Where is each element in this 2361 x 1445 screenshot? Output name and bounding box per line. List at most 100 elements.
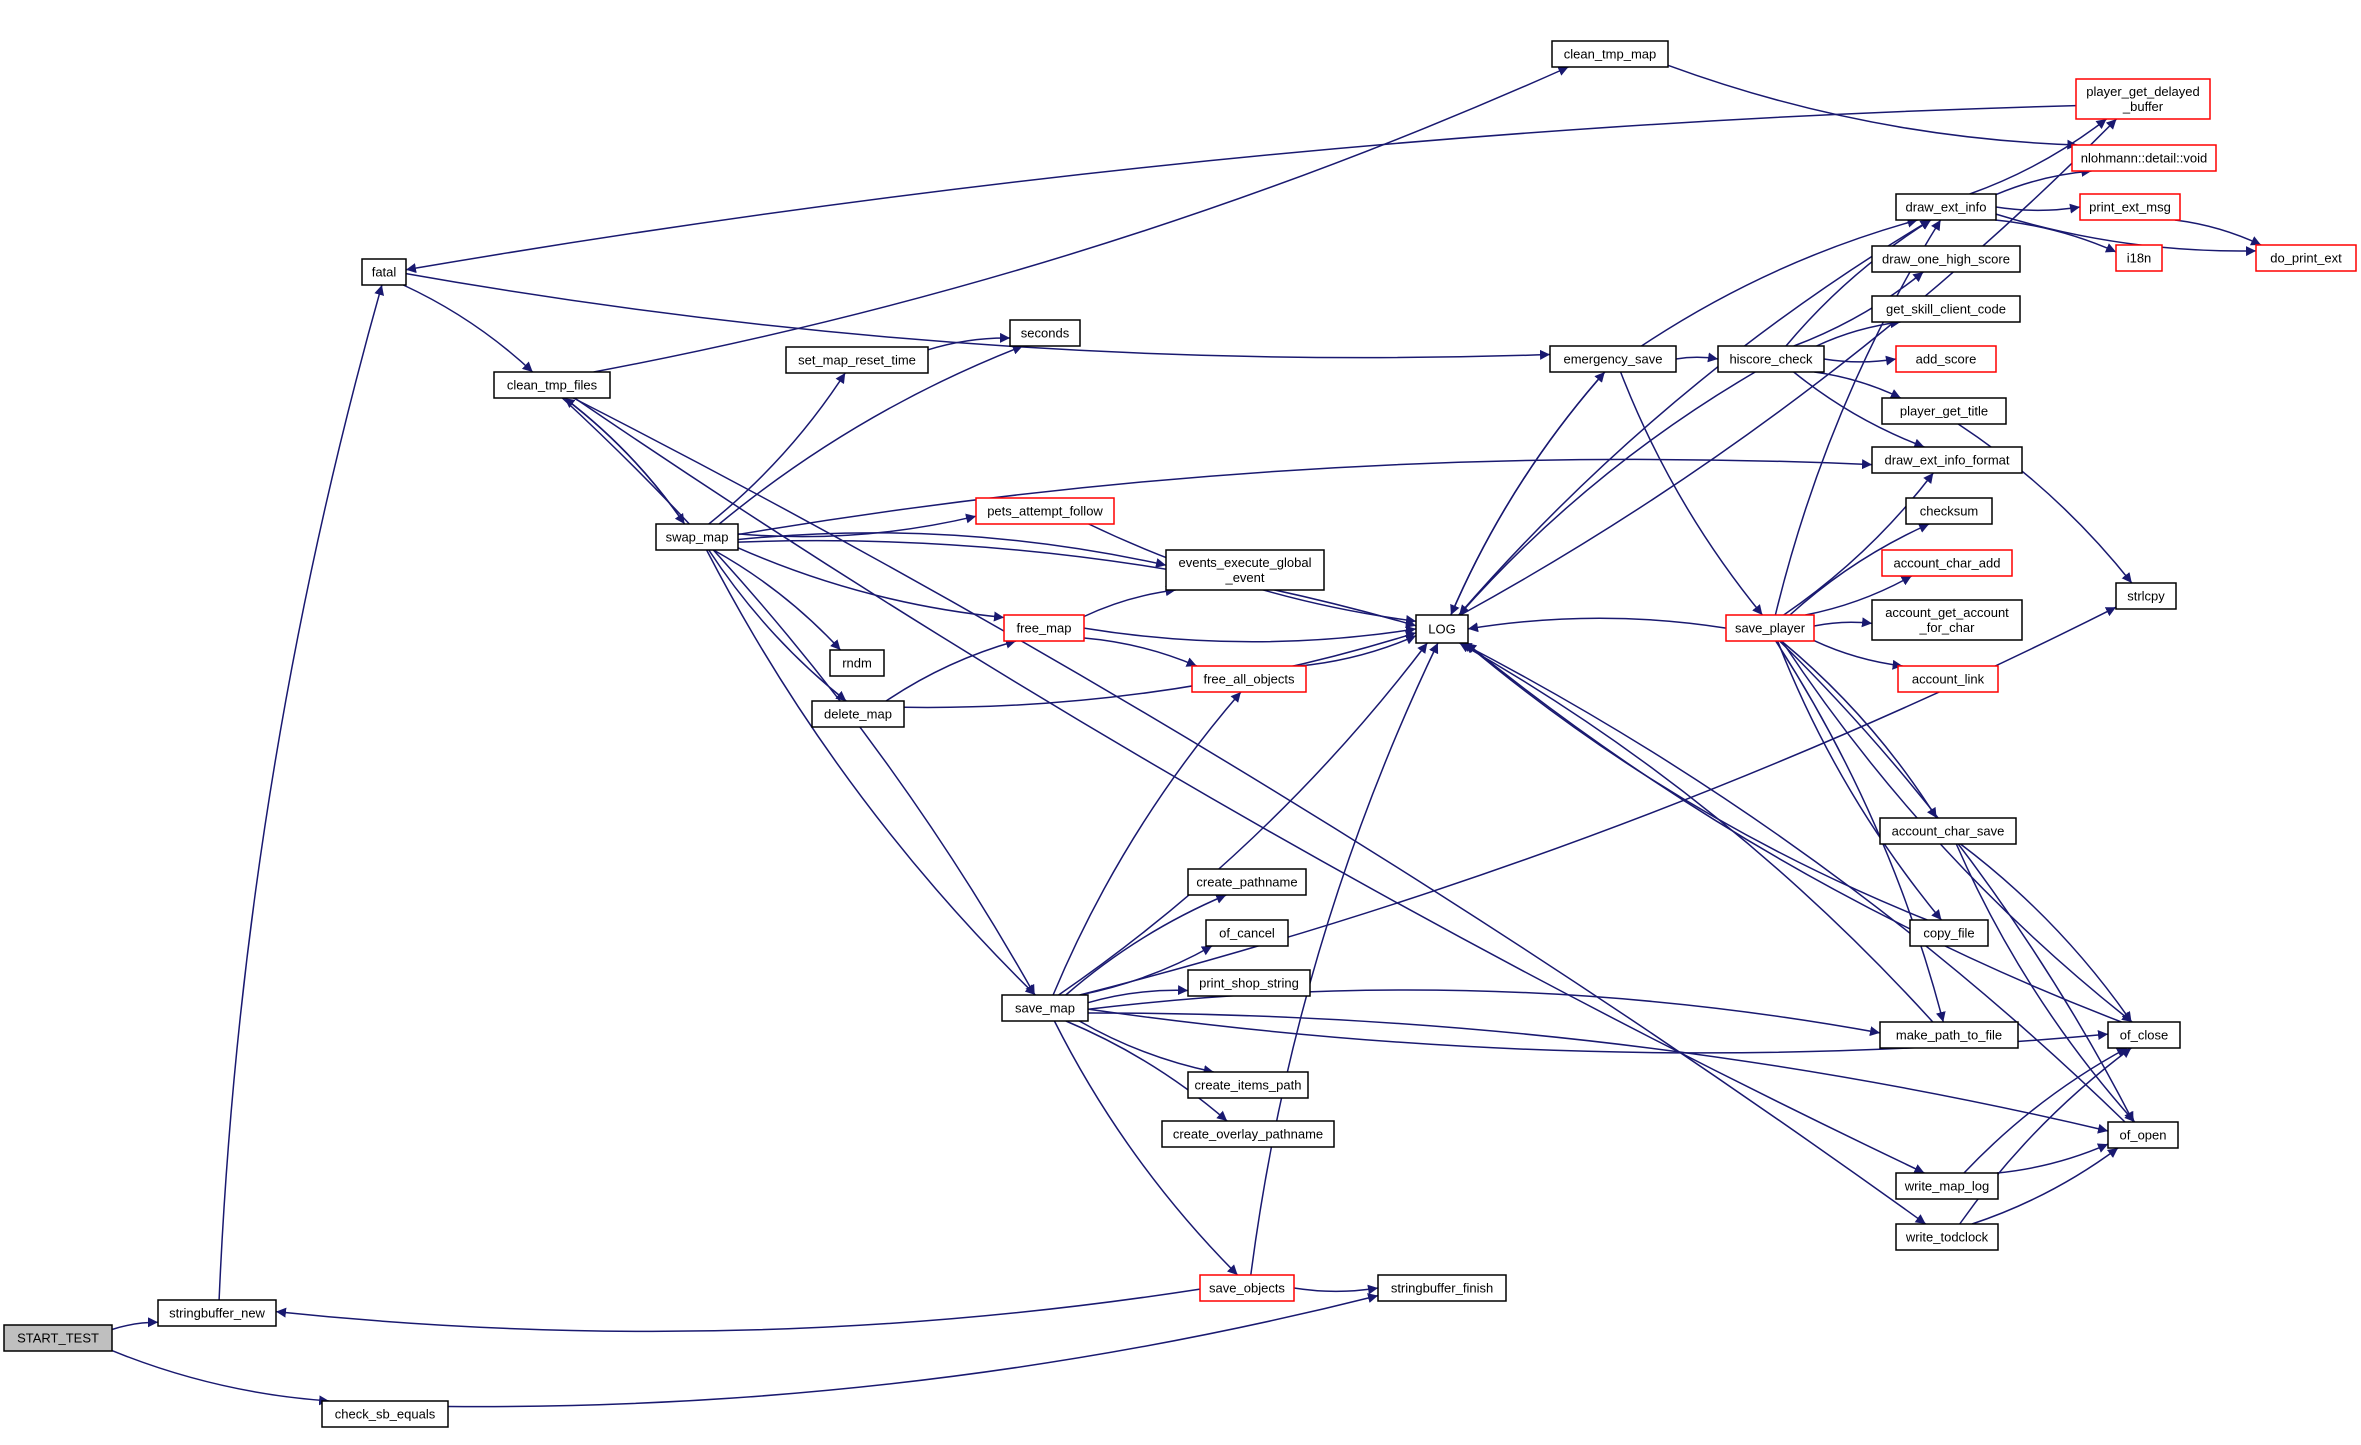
node-draw-one-high-score[interactable]: draw_one_high_score [1871, 245, 2021, 273]
edge-save_map-to-create_items_path [1078, 1020, 1214, 1075]
edge-save_map-to-save_objects [1053, 1020, 1239, 1276]
node-box [1871, 599, 2023, 641]
node-hiscore-check[interactable]: hiscore_check [1717, 345, 1825, 373]
node-label: i18n [2127, 251, 2152, 266]
edge-save_objects-to-stringbuffer_new [275, 1288, 1201, 1333]
node-label: of_close [2120, 1028, 2168, 1043]
node-checksum[interactable]: checksum [1905, 497, 1993, 525]
node-label: save_player [1735, 621, 1806, 636]
node-set-map-reset-time[interactable]: set_map_reset_time [785, 346, 929, 374]
edge-hiscore_check-to-draw_ext_info [1785, 219, 1932, 347]
node-label: draw_one_high_score [1882, 252, 2010, 267]
edge-save_player-to-of_close [1781, 640, 2133, 1023]
edge-player_get_delayed_buffer-to-fatal [405, 104, 2077, 274]
edge-swap_map-to-save_map [705, 549, 1036, 996]
node-label: free_map [1017, 621, 1072, 636]
node-write-todclock[interactable]: write_todclock [1895, 1223, 1999, 1251]
node-check-sb-equals[interactable]: check_sb_equals [321, 1400, 449, 1428]
node-player-get-delayed-buffer[interactable]: player_get_delayed_buffer [2075, 78, 2211, 120]
edge-free_map-to-events_execute_global_event [1083, 586, 1176, 618]
node-box [493, 371, 611, 399]
node-seconds[interactable]: seconds [1009, 319, 1081, 347]
node-label: print_ext_msg [2089, 200, 2171, 215]
node-write-map-log[interactable]: write_map_log [1895, 1172, 1999, 1200]
edge-write_map_log-to-of_close [1963, 1047, 2128, 1174]
node-emergency-save[interactable]: emergency_save [1549, 345, 1677, 373]
edge-swap_map-to-LOG [737, 539, 1417, 628]
node-pets-attempt-follow[interactable]: pets_attempt_follow [975, 497, 1115, 525]
node-label: delete_map [824, 707, 892, 722]
node-box [1003, 614, 1085, 642]
node-clean-tmp-map[interactable]: clean_tmp_map [1551, 40, 1669, 68]
node-player-get-title[interactable]: player_get_title [1881, 397, 2007, 425]
node-box [2071, 144, 2217, 172]
node-create-items-path[interactable]: create_items_path [1187, 1071, 1309, 1099]
node-of-open[interactable]: of_open [2107, 1121, 2179, 1149]
node-do-print-ext[interactable]: do_print_ext [2255, 244, 2357, 272]
node-stringbuffer-finish[interactable]: stringbuffer_finish [1377, 1274, 1507, 1302]
node-box [811, 700, 905, 728]
node-fatal[interactable]: fatal [361, 258, 407, 286]
edge-LOG-to-draw_ext_info [1458, 219, 1931, 616]
edge-save_map-to-create_overlay_pathname [1065, 1020, 1228, 1122]
node-make-path-to-file[interactable]: make_path_to_file [1879, 1021, 2019, 1049]
node-of-cancel[interactable]: of_cancel [1205, 919, 1289, 947]
edge-swap_map-to-free_map [737, 547, 1005, 622]
edge-start_test-to-stringbuffer_new [111, 1317, 159, 1331]
node-box [1717, 345, 1825, 373]
edge-draw_ext_info-to-nlohmann [1995, 166, 2092, 196]
node-account-char-save[interactable]: account_char_save [1879, 817, 2017, 845]
node-save-map[interactable]: save_map [1001, 994, 1089, 1022]
node-clean-tmp-files[interactable]: clean_tmp_files [493, 371, 611, 399]
node-start-test[interactable]: START_TEST [3, 1324, 113, 1352]
node-account-char-add[interactable]: account_char_add [1881, 549, 2013, 577]
node-label: create_pathname [1196, 875, 1297, 890]
node-label: account_char_save [1892, 824, 2005, 839]
node-label: save_objects [1209, 1281, 1285, 1296]
edge-check_sb_equals-to-stringbuffer_finish [447, 1293, 1379, 1408]
node-stringbuffer-new[interactable]: stringbuffer_new [157, 1299, 277, 1327]
node-LOG[interactable]: LOG [1415, 614, 1469, 644]
node-events-execute-global-event[interactable]: events_execute_global_event [1165, 549, 1325, 591]
node-strlcpy[interactable]: strlcpy [2115, 582, 2177, 610]
node-save-player[interactable]: save_player [1725, 614, 1815, 642]
edge-account_char_save-to-of_open [1955, 843, 2136, 1123]
node-box [157, 1299, 277, 1327]
edge-save_map-to-of_open [1087, 1012, 2109, 1134]
node-of-close[interactable]: of_close [2107, 1021, 2181, 1049]
node-box [1549, 345, 1677, 373]
node-get-skill-client-code[interactable]: get_skill_client_code [1871, 295, 2021, 323]
node-label: create_items_path [1195, 1078, 1302, 1093]
node-account-get-account-for-char[interactable]: account_get_account_for_char [1871, 599, 2023, 641]
node-rndm[interactable]: rndm [829, 649, 885, 677]
node-box [2107, 1021, 2181, 1049]
node-label: clean_tmp_files [507, 378, 598, 393]
edge-fatal-to-emergency_save [405, 272, 1551, 360]
node-add-score[interactable]: add_score [1895, 345, 1997, 373]
node-create-overlay-pathname[interactable]: create_overlay_pathname [1161, 1120, 1335, 1148]
edge-draw_ext_info-to-do_print_ext [1995, 213, 2257, 257]
node-label: set_map_reset_time [798, 353, 916, 368]
node-free-map[interactable]: free_map [1003, 614, 1085, 642]
node-print-ext-msg[interactable]: print_ext_msg [2079, 193, 2181, 221]
node-box [3, 1324, 113, 1352]
edge-draw_ext_info-to-player_get_delayed_buffer [1969, 118, 2107, 195]
node-i18n[interactable]: i18n [2115, 244, 2163, 272]
node-delete-map[interactable]: delete_map [811, 700, 905, 728]
node-box [1871, 295, 2021, 323]
node-copy-file[interactable]: copy_file [1909, 919, 1989, 947]
node-box [1725, 614, 1815, 642]
edge-save_map-to-LOG [1058, 642, 1428, 996]
node-create-pathname[interactable]: create_pathname [1187, 868, 1307, 896]
node-print-shop-string[interactable]: print_shop_string [1187, 969, 1311, 997]
node-free-all-objects[interactable]: free_all_objects [1191, 665, 1307, 693]
node-draw-ext-info[interactable]: draw_ext_info [1895, 193, 1997, 221]
node-swap-map[interactable]: swap_map [655, 523, 739, 551]
node-draw-ext-info-format[interactable]: draw_ext_info_format [1871, 446, 2023, 474]
node-nlohmann[interactable]: nlohmann::detail::void [2071, 144, 2217, 172]
node-label: strlcpy [2127, 589, 2165, 604]
node-save-objects[interactable]: save_objects [1199, 1274, 1295, 1302]
node-account-link[interactable]: account_link [1897, 665, 1999, 693]
node-box [1879, 1021, 2019, 1049]
edge-clean_tmp_files-to-write_todclock [572, 397, 1927, 1225]
